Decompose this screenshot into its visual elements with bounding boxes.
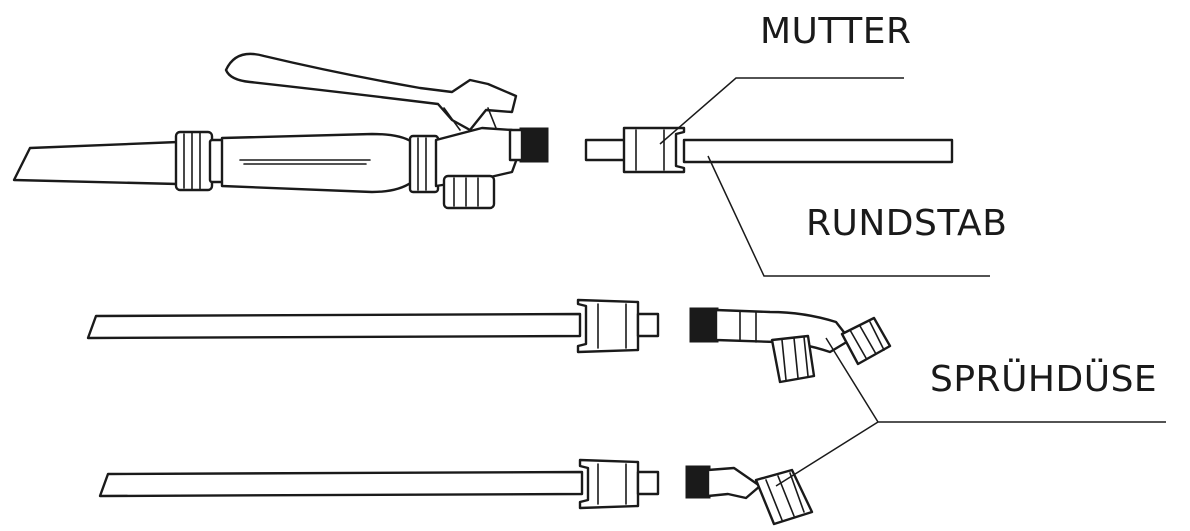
label-mutter: MUTTER <box>760 11 912 52</box>
leader-mutter <box>659 77 904 145</box>
label-rundstab: RUNDSTAB <box>806 203 1008 244</box>
nozzle-cap-right <box>840 316 892 366</box>
label-spruehduese: SPRÜHDÜSE <box>930 359 1158 400</box>
leader-lines <box>659 77 1166 487</box>
single-nozzle-assembly <box>98 458 814 526</box>
leader-spruehduese <box>775 337 1166 487</box>
nut-top <box>622 126 686 174</box>
nozzle-thread-middle <box>689 307 719 343</box>
hose-coupling-nut <box>174 130 214 192</box>
leader-rundstab <box>707 155 990 277</box>
rod-bottom <box>98 470 584 498</box>
nozzle-thread-bottom <box>685 465 711 499</box>
rod-assembly-top <box>584 126 954 174</box>
valve-bottom-nut <box>442 174 496 210</box>
round-rod-top <box>682 138 954 164</box>
handle-collar <box>408 134 440 194</box>
nut-middle <box>576 298 640 354</box>
nozzle-cap-bottom <box>754 468 814 526</box>
trigger-lever <box>224 52 518 132</box>
rod-tip <box>584 138 628 162</box>
nut-bottom <box>578 458 640 510</box>
spray-handle-assembly <box>12 52 549 210</box>
handle-grip <box>220 132 414 194</box>
hose <box>12 140 180 186</box>
single-nozzle-body <box>706 466 762 500</box>
double-nozzle-assembly <box>86 298 892 384</box>
threaded-outlet <box>519 127 549 163</box>
rod-middle <box>86 312 582 340</box>
